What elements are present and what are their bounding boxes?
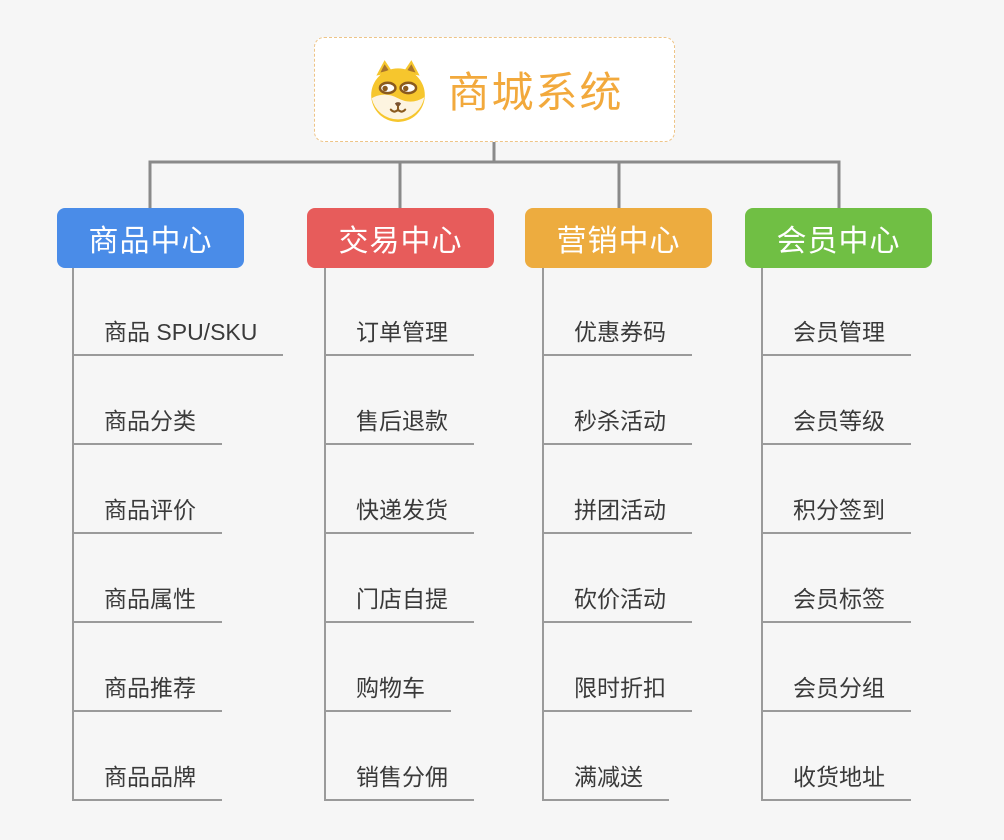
shiba-dog-icon	[371, 59, 426, 122]
leaf-topic[interactable]: 会员分组	[761, 677, 911, 712]
leaf-topic[interactable]: 商品 SPU/SKU	[72, 321, 284, 356]
leaf-topic[interactable]: 商品属性	[72, 588, 222, 623]
branch-node-member-center[interactable]: 会员中心	[745, 208, 932, 268]
leaf-topic[interactable]: 门店自提	[324, 588, 474, 623]
leaf-topic[interactable]: 销售分佣	[324, 766, 474, 801]
leaf-topic[interactable]: 订单管理	[324, 321, 474, 356]
branch-trunk-line	[72, 268, 74, 801]
root-topic[interactable]: 商城系统	[314, 37, 675, 142]
leaf-topic[interactable]: 商品评价	[72, 499, 222, 534]
branch-node-product-center[interactable]: 商品中心	[57, 208, 244, 268]
leaf-topic[interactable]: 收货地址	[761, 766, 911, 801]
leaf-topic[interactable]: 会员标签	[761, 588, 911, 623]
leaf-topic[interactable]: 会员管理	[761, 321, 911, 356]
leaf-topic[interactable]: 售后退款	[324, 410, 474, 445]
leaf-topic[interactable]: 满减送	[542, 766, 669, 801]
leaf-topic[interactable]: 优惠券码	[542, 321, 692, 356]
branch-trunk-line	[761, 268, 763, 801]
branch-node-trade-center[interactable]: 交易中心	[307, 208, 494, 268]
leaf-topic[interactable]: 砍价活动	[542, 588, 692, 623]
leaf-topic[interactable]: 快递发货	[324, 499, 474, 534]
leaf-topic[interactable]: 限时折扣	[542, 677, 692, 712]
leaf-topic[interactable]: 商品品牌	[72, 766, 222, 801]
leaf-topic[interactable]: 秒杀活动	[542, 410, 692, 445]
leaf-topic[interactable]: 会员等级	[761, 410, 911, 445]
branch-trunk-line	[542, 268, 544, 801]
branch-node-marketing-center[interactable]: 营销中心	[525, 208, 712, 268]
root-topic-title: 商城系统	[447, 69, 624, 116]
leaf-topic[interactable]: 积分签到	[761, 499, 911, 534]
leaf-topic[interactable]: 商品推荐	[72, 677, 222, 712]
leaf-topic[interactable]: 购物车	[324, 677, 451, 712]
leaf-topic[interactable]: 商品分类	[72, 410, 222, 445]
branch-trunk-line	[324, 268, 326, 801]
leaf-topic[interactable]: 拼团活动	[542, 499, 692, 534]
